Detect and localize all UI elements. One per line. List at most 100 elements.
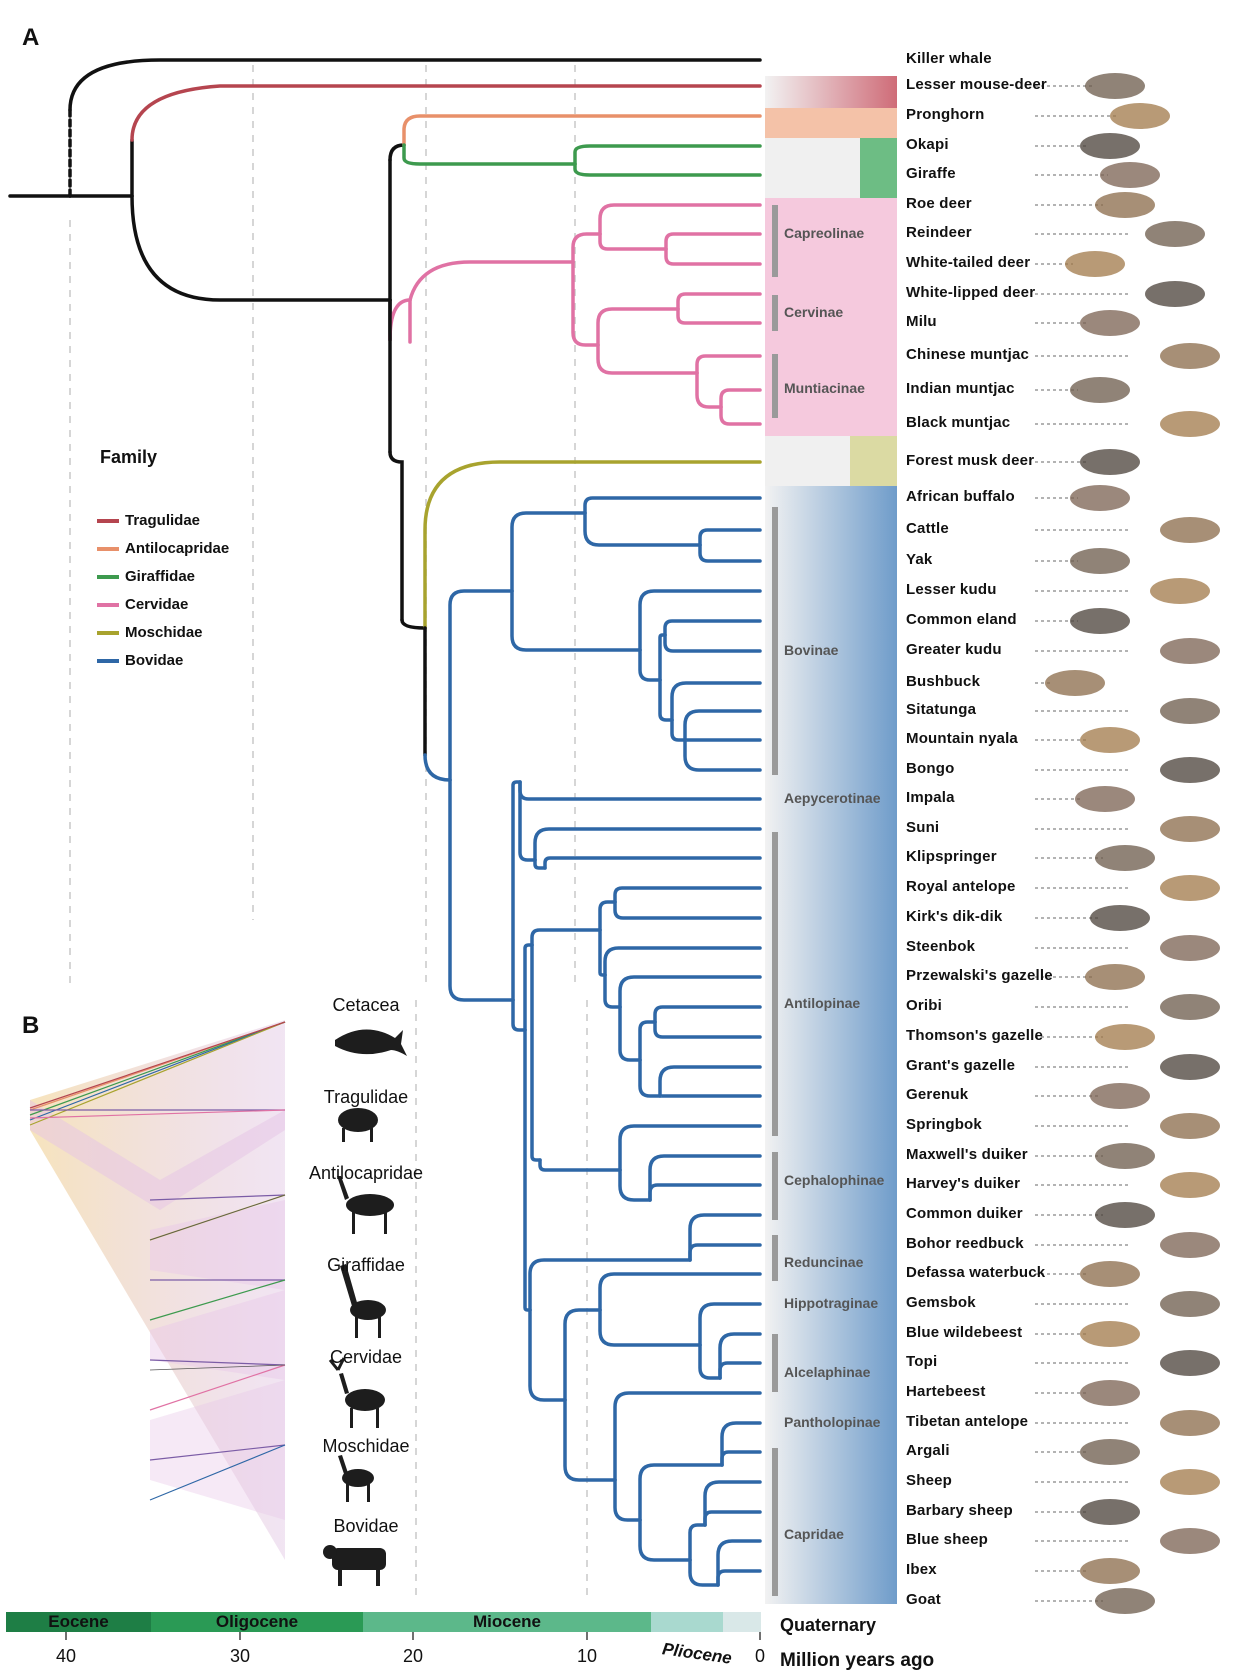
panel-b-group-label: Cetacea	[296, 995, 436, 1016]
tree-branch	[532, 930, 600, 945]
legend-entry: Moschidae	[97, 624, 203, 641]
animal-photo	[1090, 1083, 1150, 1109]
subfamily-label: Aepycerotinae	[784, 790, 880, 806]
legend-entry: Antilocapridae	[97, 540, 229, 557]
species-label: Sheep	[906, 1472, 952, 1489]
tree-branch	[520, 782, 760, 799]
cetacea-silhouette	[335, 1029, 407, 1056]
legend-label: Moschidae	[125, 624, 203, 641]
tree-branch	[404, 116, 760, 145]
animal-photo	[1160, 1232, 1220, 1258]
tree-branch	[390, 452, 402, 620]
tree-branch	[655, 1007, 760, 1022]
tree-branch	[722, 1452, 760, 1465]
tree-branch	[390, 300, 410, 340]
tree-branch	[685, 711, 760, 740]
tree-branch	[600, 205, 760, 234]
animal-photo	[1095, 1588, 1155, 1614]
animal-photo	[1070, 485, 1130, 511]
tree-branch	[697, 373, 721, 407]
animal-photo	[1080, 1321, 1140, 1347]
species-label: Tibetan antelope	[906, 1413, 1028, 1430]
legend-label: Tragulidae	[125, 512, 200, 529]
species-label: Common eland	[906, 611, 1017, 628]
animal-photo	[1075, 786, 1135, 812]
tree-branch	[410, 262, 573, 300]
tree-branch	[620, 1170, 650, 1200]
tree-branch	[700, 1304, 760, 1345]
species-label: Topi	[906, 1353, 937, 1370]
tree-branch	[655, 1022, 760, 1037]
tree-branch	[720, 1363, 760, 1378]
species-label: Okapi	[906, 136, 949, 153]
animal-photo	[1150, 578, 1210, 604]
animal-photo	[1160, 994, 1220, 1020]
tree-branch	[605, 948, 760, 975]
species-label: Lesser mouse-deer	[906, 76, 1047, 93]
species-label: Thomson's gazelle	[906, 1027, 1043, 1044]
tree-branch	[425, 755, 450, 780]
tree-branch	[666, 234, 760, 249]
tree-branch	[132, 196, 390, 300]
species-photos	[1045, 73, 1220, 1614]
species-label: Suni	[906, 819, 939, 836]
animal-photo	[1080, 133, 1140, 159]
tick-30: 30	[220, 1646, 260, 1667]
species-label: Pronghorn	[906, 106, 984, 123]
animal-photo	[1080, 310, 1140, 336]
legend-label: Bovidae	[125, 652, 183, 669]
animal-photo	[1160, 1113, 1220, 1139]
species-label: Przewalski's gazelle	[906, 967, 1053, 984]
animal-photo	[1090, 905, 1150, 931]
species-label: Yak	[906, 551, 932, 568]
tree-branch	[700, 1345, 720, 1378]
tree-branch	[678, 294, 760, 309]
legend-label: Antilocapridae	[125, 540, 229, 557]
legend-title: Family	[100, 447, 157, 468]
tree-branch	[640, 1022, 655, 1060]
animal-photo	[1160, 875, 1220, 901]
tree-branch	[565, 1310, 600, 1400]
species-label: Harvey's duiker	[906, 1175, 1020, 1192]
species-label: Grant's gazelle	[906, 1057, 1015, 1074]
animal-photo	[1100, 162, 1160, 188]
animal-photo	[1095, 1202, 1155, 1228]
subfamily-label: Antilopinae	[784, 995, 860, 1011]
tree-branch	[615, 1393, 760, 1480]
species-label: Goat	[906, 1591, 941, 1608]
species-label: White-tailed deer	[906, 254, 1030, 271]
tree-branch	[600, 1310, 700, 1345]
epoch-oligocene: Oligocene	[151, 1612, 363, 1632]
species-label: Klipspringer	[906, 848, 997, 865]
animal-photo	[1160, 1054, 1220, 1080]
tree-branch	[640, 1060, 660, 1096]
tree-branch	[718, 1541, 760, 1585]
tree-branch	[678, 309, 760, 323]
animal-photo	[1160, 1172, 1220, 1198]
panel-label-a: A	[22, 24, 39, 52]
silhouettes	[323, 1029, 407, 1586]
species-label: Gemsbok	[906, 1294, 976, 1311]
tree-branch	[540, 1160, 620, 1170]
tree-branch	[565, 1400, 615, 1480]
tree-branch	[620, 1126, 760, 1170]
epoch-quaternary: Quaternary	[780, 1615, 876, 1636]
animal-photo	[1080, 449, 1140, 475]
panel-b-group-label: Moschidae	[296, 1436, 436, 1457]
animal-photo	[1080, 1499, 1140, 1525]
animal-photo	[1095, 845, 1155, 871]
species-label: White-lipped deer	[906, 284, 1035, 301]
tree-branch	[573, 262, 598, 345]
animal-photo	[1160, 698, 1220, 724]
animal-photo	[1160, 1291, 1220, 1317]
species-label: Hartebeest	[906, 1383, 986, 1400]
animal-photo	[1160, 1528, 1220, 1554]
legend-swatch	[97, 631, 119, 635]
tree-branch	[660, 1067, 760, 1096]
animal-photo	[1110, 103, 1170, 129]
panel-b-group-label: Bovidae	[296, 1516, 436, 1537]
species-label: Lesser kudu	[906, 581, 997, 598]
species-label: Kirk's dik-dik	[906, 908, 1002, 925]
species-label: Argali	[906, 1442, 950, 1459]
species-label: Bushbuck	[906, 673, 980, 690]
